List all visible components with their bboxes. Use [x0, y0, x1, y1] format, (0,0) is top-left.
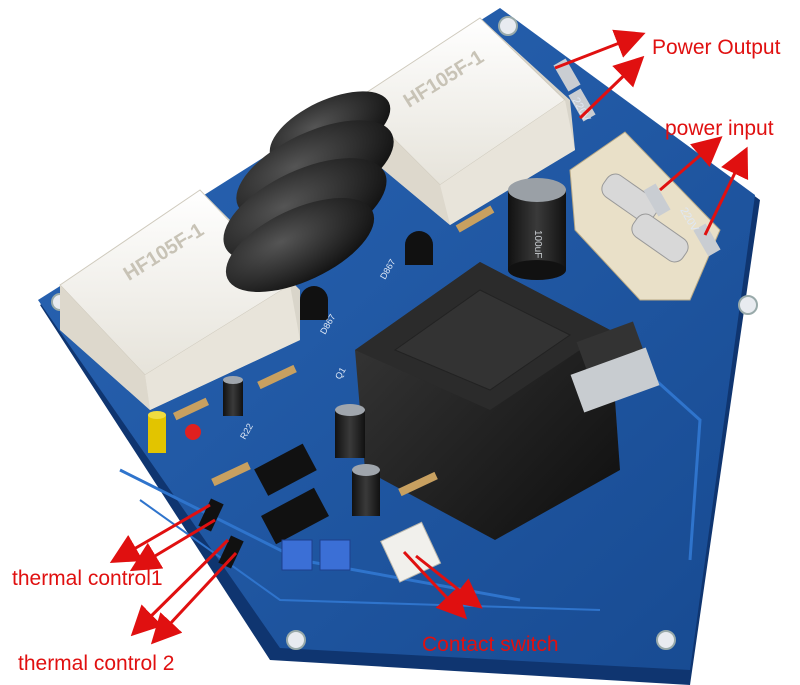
arrow-power-output-2 [578, 55, 645, 120]
label-thermal-control-2: thermal control 2 [18, 652, 175, 675]
voltage-regulator [570, 321, 660, 413]
resistors [172, 205, 495, 497]
transistors [300, 231, 433, 320]
label-thermal-control-1: thermal control1 [12, 567, 163, 590]
arrow-power-input-1 [659, 136, 723, 192]
label-power-input: power input [665, 117, 774, 140]
fuse-holder [569, 131, 721, 301]
thermal-control-header-2 [218, 535, 244, 569]
electrolytic-capacitor: 100uF [508, 178, 566, 280]
arrow-thermal1-b [129, 518, 216, 572]
arrow-contact-b [415, 554, 483, 609]
callout-arrows [109, 29, 749, 645]
spade-terminals [553, 58, 721, 257]
red-led [185, 424, 201, 440]
trimmer [281, 539, 351, 571]
mounting-hole [286, 630, 306, 650]
arrow-thermal2-a [130, 538, 230, 637]
arrow-power-output-1 [554, 29, 646, 70]
arrow-thermal2-b [150, 551, 238, 645]
small-capacitors [148, 376, 380, 516]
thermal-control-header-1 [198, 498, 224, 532]
mounting-hole [656, 630, 676, 650]
contact-switch-connector [380, 521, 442, 583]
ic-chips [254, 443, 329, 545]
relay-right: HF105F-1 [354, 17, 575, 225]
transformer [355, 262, 620, 540]
mounting-hole [498, 16, 518, 36]
label-contact-switch: Contact switch [422, 633, 559, 656]
cap-rating: 100uF [532, 230, 543, 258]
arrow-power-input-2 [703, 146, 749, 236]
mounting-hole [738, 295, 758, 315]
label-power-output: Power Output [652, 36, 781, 59]
ferrite-choke [223, 91, 394, 292]
